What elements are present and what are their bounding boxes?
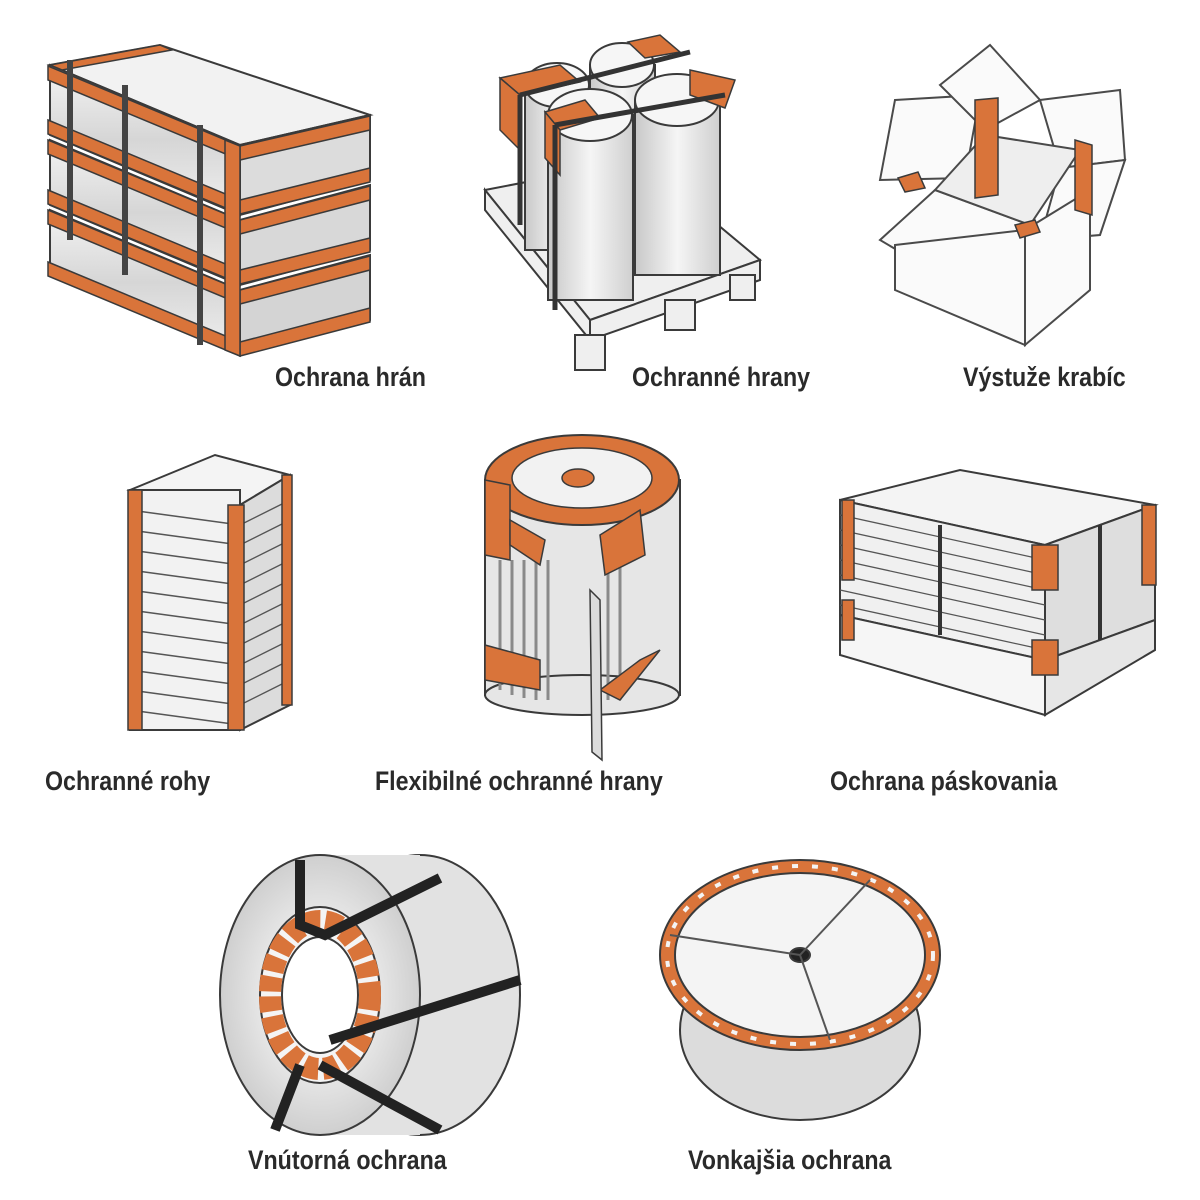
stacked-boards-edge-protection-icon (46, 43, 374, 358)
label-flexibilne-ochranne-hrany: Flexibilné ochranné hrany (375, 766, 663, 796)
label-ochranne-hrany: Ochranné hrany (632, 362, 811, 392)
label-vonkajsia-ochrana: Vonkajšia ochrana (688, 1145, 892, 1175)
pallet-strapping-protection-icon (839, 468, 1159, 717)
label-ochranne-rohy: Ochranné rohy (45, 766, 211, 796)
stacked-sheets-corner-protectors-icon (126, 453, 293, 732)
coil-inner-protection-icon (219, 854, 522, 1136)
palletized-rolls-edge-protectors-icon (483, 34, 762, 371)
reel-outer-protection-icon (659, 859, 941, 1121)
label-vystuze-krabic: Výstuže krabíc (963, 362, 1126, 392)
label-vnutorna-ochrana: Vnútorná ochrana (248, 1145, 447, 1175)
open-box-reinforcement-icon (878, 43, 1127, 348)
label-ochrana-hran: Ochrana hrán (275, 362, 426, 392)
label-ochrana-paskovania: Ochrana páskovania (830, 766, 1058, 796)
paper-roll-flexible-edges-icon (484, 434, 681, 762)
